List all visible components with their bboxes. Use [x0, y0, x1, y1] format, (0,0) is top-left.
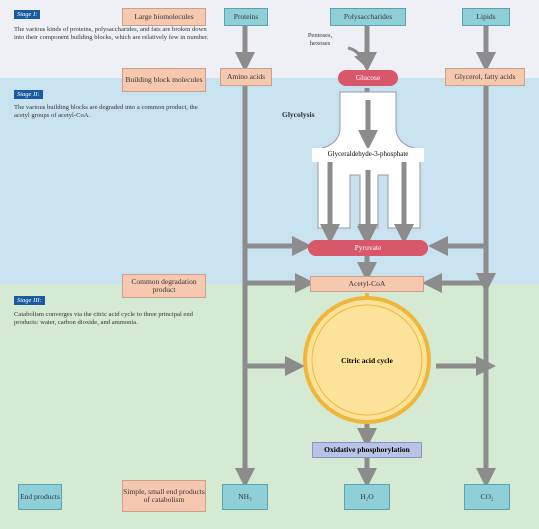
proteins-box: Proteins [224, 8, 268, 26]
lipids-box: Lipids [462, 8, 510, 26]
glucose-box: Glucose [338, 70, 398, 86]
co2-box: CO₂ [464, 484, 510, 510]
polysaccharides-box: Polysaccharides [330, 8, 406, 26]
g3p-label: Glyceraldehyde-3-phosphate [312, 148, 424, 162]
nh3-box: NH₃ [222, 484, 268, 510]
acetyl-coa-box: Acetyl-CoA [310, 276, 424, 292]
label-end-products: End products [18, 484, 62, 510]
label-simple-end-products: Simple, small end products of catabolism [122, 480, 206, 512]
glycolysis-label: Glycolysis [282, 110, 315, 119]
stage1-tag: Stage I: [14, 10, 41, 19]
stage1-description: The various kinds of proteins, polysacch… [14, 26, 209, 42]
stage3-band [0, 284, 539, 529]
stage2-description: The various building blocks are degraded… [14, 104, 198, 120]
stage2-tag: Stage II: [14, 90, 43, 99]
label-common-product: Common degradation product [122, 274, 206, 298]
amino-acids-box: Amino acids [220, 68, 272, 86]
citric-acid-cycle-label: Citric acid cycle [341, 355, 393, 365]
label-building-block: Building block molecules [122, 68, 206, 92]
h2o-box: H₂O [344, 484, 390, 510]
stage3-tag: Stage III: [14, 296, 45, 305]
pyruvate-box: Pyruvate [308, 240, 428, 256]
stage2-band [0, 78, 539, 284]
glycerol-box: Glycerol, fatty acids [445, 68, 525, 86]
oxphos-box: Oxidative phosphorylation [312, 442, 422, 458]
stage1-band [0, 0, 539, 78]
label-large-biomolecules: Large biomolecules [122, 8, 206, 26]
pentoses-label: Pentoses, hexoses [307, 32, 333, 48]
stage3-description: Catabolism converges via the citric acid… [14, 311, 193, 327]
